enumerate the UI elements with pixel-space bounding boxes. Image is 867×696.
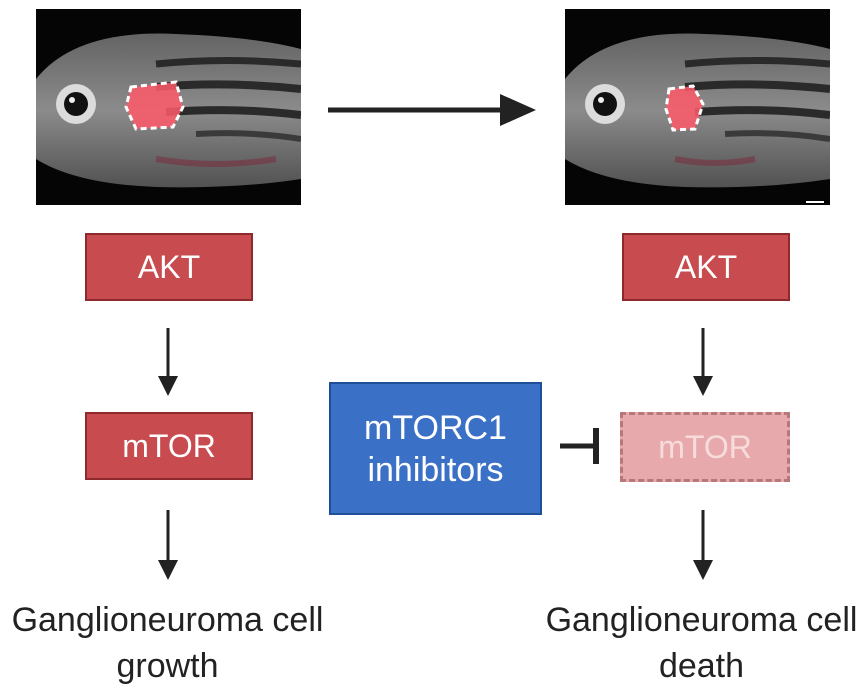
caption-line-1: Ganglioneuroma cell <box>11 601 324 639</box>
arrow-down-icon <box>693 510 713 580</box>
outcome-caption-right: Ganglioneuroma cell death <box>536 597 867 689</box>
caption-line-2: growth <box>116 647 219 685</box>
mtor-label-right: mTOR <box>658 428 752 465</box>
akt-box-right: AKT <box>622 233 790 301</box>
mtor-box-inhibited: mTOR <box>620 412 790 482</box>
mtor-label-left: mTOR <box>122 427 216 464</box>
arrow-down-icon <box>158 328 178 396</box>
caption-line-2: death <box>658 647 745 685</box>
caption-line-1: Ganglioneuroma cell <box>545 601 858 639</box>
arrow-right-icon <box>328 94 536 126</box>
akt-label-right: AKT <box>674 248 738 285</box>
akt-label-left: AKT <box>137 248 201 285</box>
drug-label-line-1: mTORC1 <box>364 408 507 447</box>
zebrafish-image-before <box>36 9 301 205</box>
mtorc1-inhibitors-box: mTORC1 inhibitors <box>329 382 542 515</box>
akt-box-left: AKT <box>85 233 253 301</box>
arrow-down-icon <box>158 510 178 580</box>
outcome-caption-left: Ganglioneuroma cell growth <box>0 597 335 689</box>
drug-label-line-2: inhibitors <box>367 450 504 489</box>
inhibition-tbar-icon <box>560 428 599 464</box>
zebrafish-image-after <box>565 9 830 205</box>
arrow-down-icon <box>693 328 713 396</box>
mtor-box-left: mTOR <box>85 412 253 480</box>
